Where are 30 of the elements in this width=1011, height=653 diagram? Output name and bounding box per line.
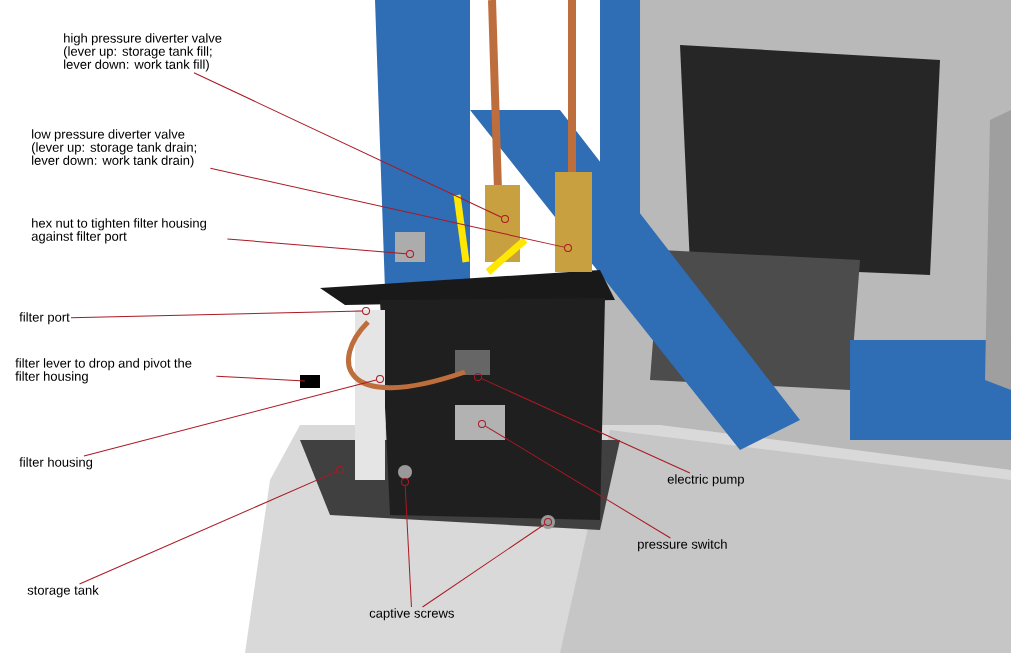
callout-label: storage tank: [27, 585, 99, 598]
callout-label: filter port: [19, 312, 70, 325]
ring-marker: [362, 307, 370, 315]
callout-label: electric pump: [667, 474, 744, 487]
leader-line: [481, 378, 691, 474]
ring-marker: [376, 375, 384, 383]
ring-marker: [501, 215, 509, 223]
leader-line: [70, 310, 363, 319]
ring-marker: [564, 244, 572, 252]
callout-label: filter housing: [19, 457, 93, 470]
ring-marker: [544, 518, 552, 526]
ring-marker: [478, 420, 486, 428]
callout-label: high pressure diverter valve (lever up: storage tank fill; lever down: work tank fill): [64, 33, 222, 72]
callout-label: pressure switch: [638, 539, 727, 552]
leader-line: [79, 471, 337, 585]
ring-marker: [474, 373, 482, 381]
leader-line: [83, 379, 377, 457]
callout-label: filter lever to drop and pivot the filter housing: [15, 358, 192, 384]
ring-marker: [336, 466, 344, 474]
ring-marker: [406, 250, 414, 258]
callout-label: hex nut to tighten filter housing against filter port: [31, 218, 206, 244]
callout-label: captive screws: [369, 608, 454, 621]
callout-label: low pressure diverter valve (lever up: storage tank drain; lever down: work tank drain): [32, 129, 197, 168]
leader-line: [215, 375, 306, 382]
leader-line: [193, 72, 502, 218]
ring-marker: [401, 478, 409, 486]
leader-line: [226, 238, 407, 255]
leader-line: [404, 485, 412, 608]
leader-line: [484, 425, 671, 539]
leader-line: [422, 523, 546, 608]
